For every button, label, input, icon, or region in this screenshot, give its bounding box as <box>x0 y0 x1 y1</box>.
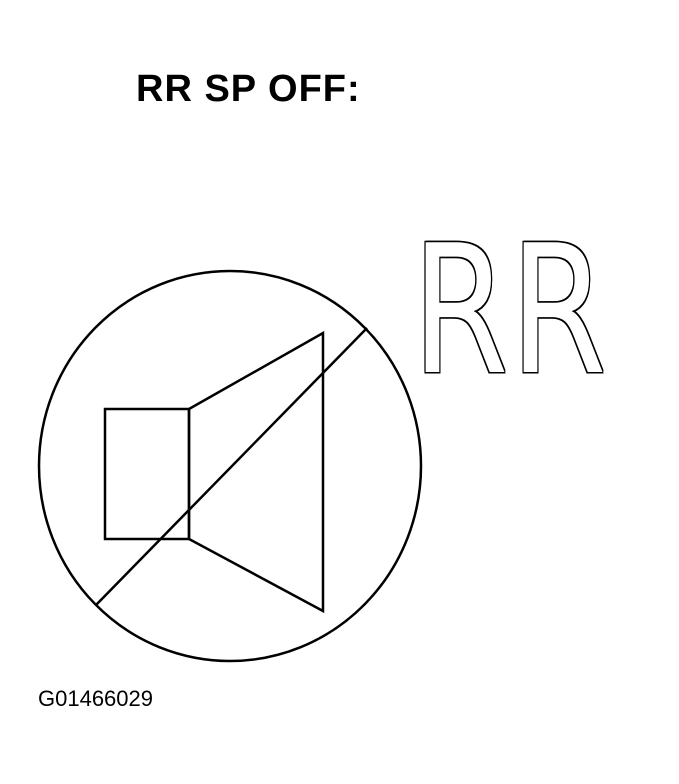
prohibition-circle <box>37 269 423 663</box>
speaker-cone <box>187 330 325 614</box>
prohibition-slash <box>95 327 368 606</box>
figure-id: G01466029 <box>38 686 153 711</box>
rr-indicator-label: RR <box>412 207 609 414</box>
speaker-body <box>103 407 191 541</box>
diagram-title: RR SP OFF: <box>136 68 361 110</box>
